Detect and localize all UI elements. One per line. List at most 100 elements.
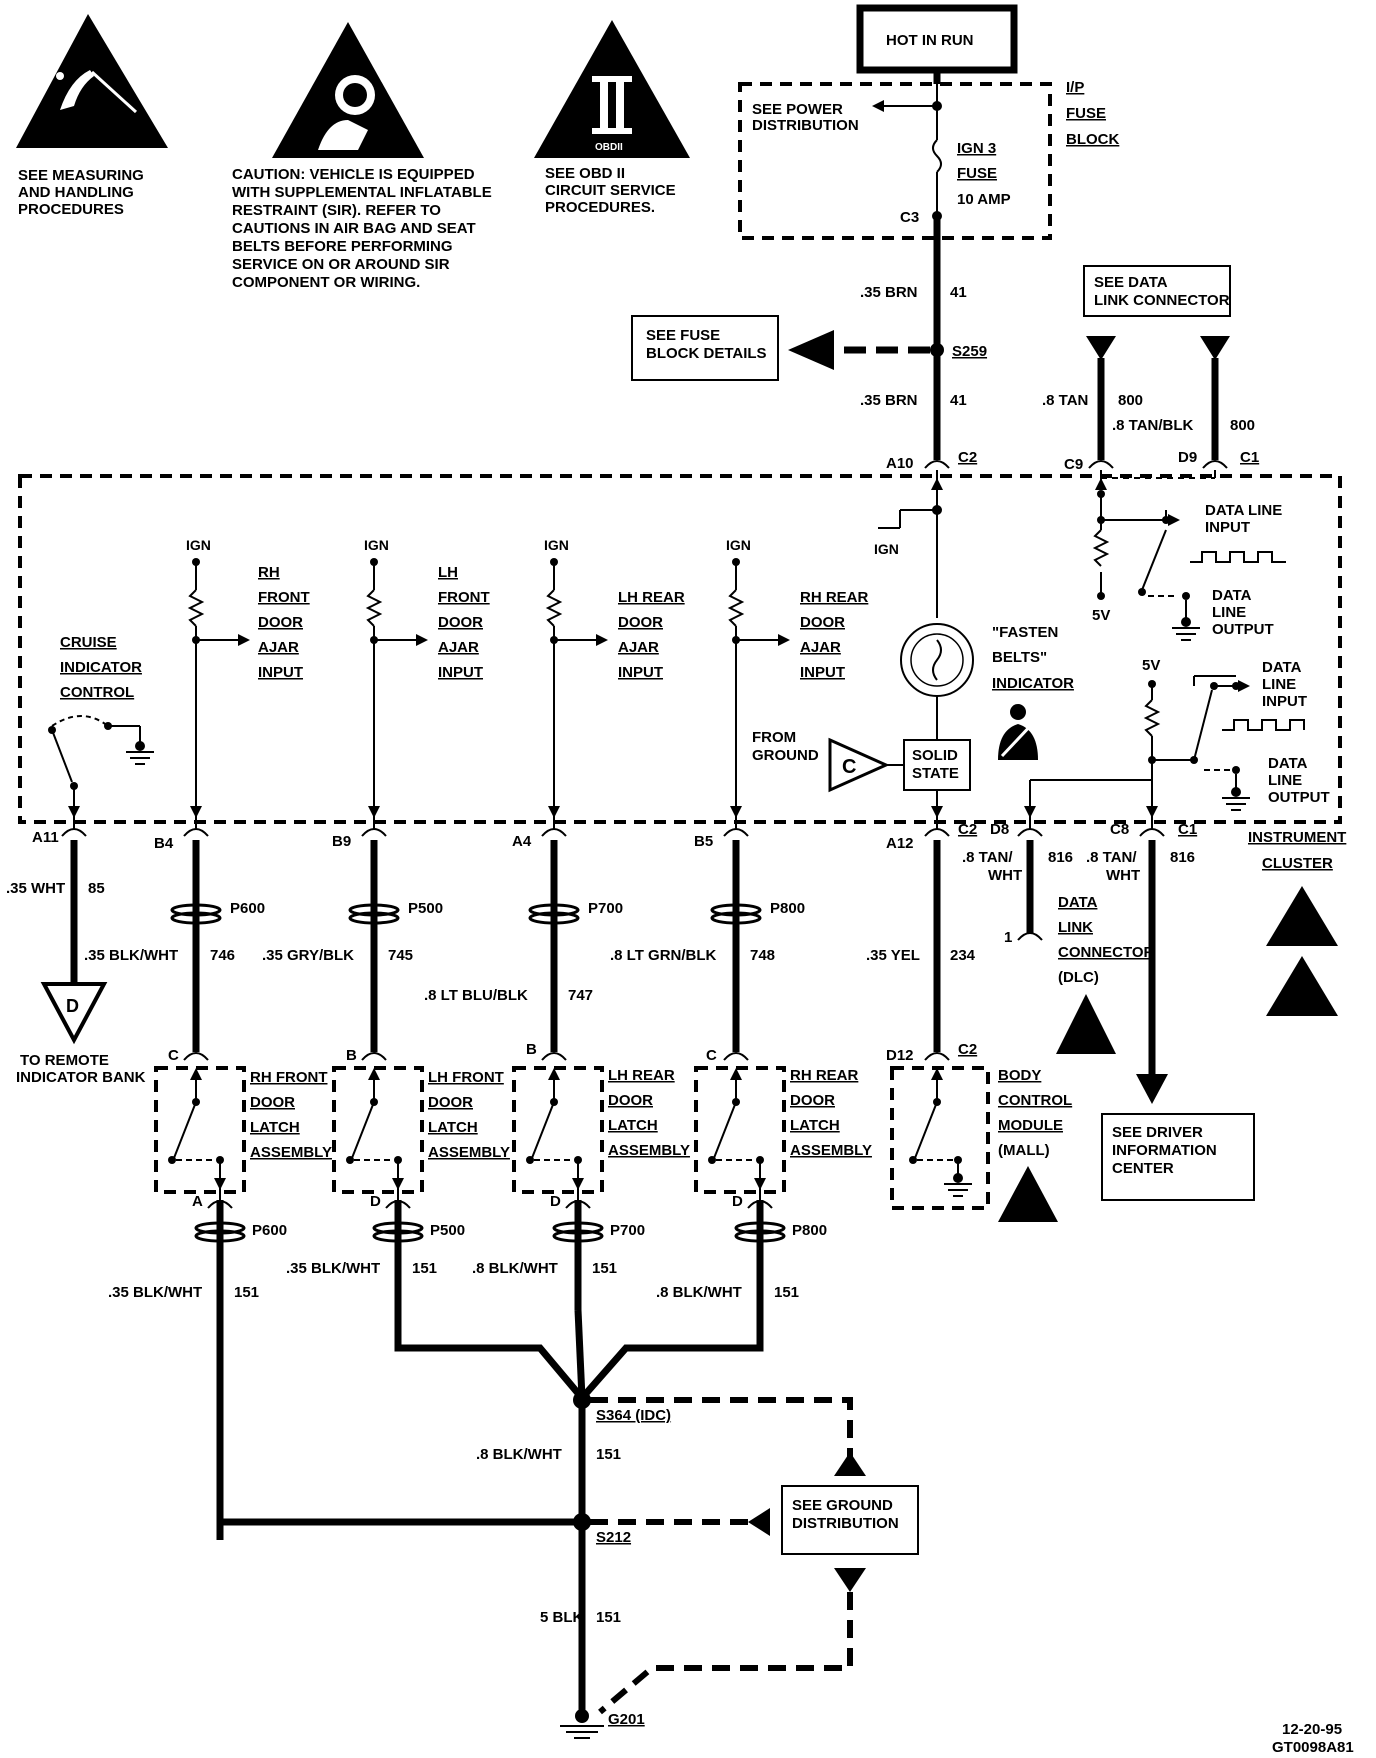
ign-rh-rear: IGN — [726, 537, 751, 553]
latch-rh-rear-top-pin: C — [706, 1047, 717, 1064]
see-dlc-box — [1083, 265, 1231, 317]
dlc-pin-1: 1 — [1004, 929, 1012, 946]
wire-41-upper-gauge: .35 BRN — [860, 284, 918, 301]
latch-lh-front-top-pin: B — [346, 1047, 357, 1064]
latch-lh-rear-4: ASSEMBLY — [608, 1142, 690, 1159]
data-waveform-2 — [1222, 719, 1305, 731]
p800-top: P800 — [770, 900, 805, 917]
pin-b5: B5 — [694, 833, 713, 850]
dlc-label-1: DATA — [1058, 894, 1098, 911]
wire-816a-gauge-2: WHT — [988, 867, 1022, 884]
pin-c2-bottom: C2 — [958, 821, 977, 838]
pin-a4: A4 — [512, 833, 532, 850]
p500-top: P500 — [408, 900, 443, 917]
warning-2-line-2: WITH SUPPLEMENTAL INFLATABLE — [232, 184, 492, 201]
fasten-belts-3: INDICATOR — [992, 675, 1074, 692]
fasten-belts-1: "FASTEN — [992, 624, 1058, 641]
latch-rh-rear-3: LATCH — [790, 1117, 840, 1134]
splice-s259 — [930, 343, 944, 357]
ign-lh-front: IGN — [364, 537, 389, 553]
latch-lh-rear — [512, 1052, 604, 1310]
rh-front-input-5: INPUT — [258, 664, 303, 681]
wire-748 — [710, 840, 762, 1052]
data-line-output-3: OUTPUT — [1212, 621, 1274, 638]
warning-1-line-2: AND HANDLING — [18, 184, 134, 201]
see-fuse-details-2: BLOCK DETAILS — [646, 345, 767, 362]
latch-lh-front-wire-circuit: 151 — [412, 1260, 437, 1277]
esd-icon-cluster-1 — [1266, 886, 1338, 946]
fuse-label-1: IGN 3 — [957, 140, 996, 157]
see-ground-2: DISTRIBUTION — [792, 1515, 899, 1532]
pin-a11: A11 — [32, 829, 59, 846]
rh-rear-input-4: INPUT — [800, 664, 845, 681]
cruise-label-2: INDICATOR — [60, 659, 142, 676]
latch-rh-rear-conn: P800 — [792, 1222, 827, 1239]
5v-lower: 5V — [1142, 657, 1160, 674]
warning-2-line-1: CAUTION: VEHICLE IS EQUIPPED — [232, 166, 475, 183]
dlc-label-2: LINK — [1058, 919, 1093, 936]
from-ground-1: FROM — [752, 729, 796, 746]
wire-747-circuit: 747 — [568, 987, 593, 1004]
ground-g201: G201 — [608, 1711, 645, 1728]
wire-816b-gauge-1: .8 TAN/ — [1086, 849, 1137, 866]
latch-lh-front-2: DOOR — [428, 1094, 473, 1111]
warning-2-line-6: SERVICE ON OR AROUND SIR — [232, 256, 450, 273]
instrument-cluster-box — [18, 474, 1342, 824]
wire-151-mid-circuit: 151 — [596, 1446, 621, 1463]
remote-callout-letter: D — [66, 996, 79, 1016]
lh-rear-input-1: LH REAR — [618, 589, 685, 606]
bcm-label-1: BODY — [998, 1067, 1041, 1084]
ign-fasten: IGN — [874, 541, 899, 557]
remote-callout-d — [40, 982, 108, 1045]
lh-front-input-3: DOOR — [438, 614, 483, 631]
latch-lh-rear-wire-gauge: .8 BLK/WHT — [472, 1260, 558, 1277]
warning-2-line-3: RESTRAINT (SIR). REFER TO — [232, 202, 441, 219]
driver-info-3: CENTER — [1112, 1160, 1174, 1177]
latch-lh-rear-wire-circuit: 151 — [592, 1260, 617, 1277]
latch-rh-rear-wire-circuit: 151 — [774, 1284, 799, 1301]
wire-234-gauge: .35 YEL — [866, 947, 920, 964]
see-power-dist-1: SEE POWER — [752, 101, 843, 118]
see-fuse-details-box — [631, 315, 779, 381]
lh-front-input-5: INPUT — [438, 664, 483, 681]
splice-s259-label: S259 — [952, 343, 987, 360]
fuse-block-box — [738, 82, 1052, 240]
cruise-label-1: CRUISE — [60, 634, 117, 651]
warning-1-line-3: PROCEDURES — [18, 201, 124, 218]
obd-icon-small — [1056, 994, 1116, 1054]
ign-lh-rear: IGN — [544, 537, 569, 553]
door-input-lh-front: IGN LH FRONT DOOR AJAR INPUT — [364, 537, 490, 830]
data-line-output2-1: DATA — [1268, 755, 1308, 772]
wire-748-circuit: 748 — [750, 947, 775, 964]
pin-d8: D8 — [990, 821, 1009, 838]
esd-icon-cluster-2 — [1266, 956, 1338, 1016]
see-dlc-2: LINK CONNECTOR — [1094, 292, 1230, 309]
latch-lh-rear-2: DOOR — [608, 1092, 653, 1109]
wire-746 — [170, 840, 222, 1052]
from-ground-2: GROUND — [752, 747, 819, 764]
warning-2-line-5: BELTS BEFORE PERFORMING — [232, 238, 453, 255]
dlc-label-3: CONNECTOR — [1058, 944, 1155, 961]
latch-lh-front-3: LATCH — [428, 1119, 478, 1136]
dlc-label-4: (DLC) — [1058, 969, 1099, 986]
fuse-symbol — [932, 139, 942, 173]
dlc-wire1-circuit: 800 — [1118, 392, 1143, 409]
dlc-wire2-circuit: 800 — [1230, 417, 1255, 434]
see-power-dist-2: DISTRIBUTION — [752, 117, 859, 134]
c3-label: C3 — [900, 209, 919, 226]
wire-816b-gauge-2: WHT — [1106, 867, 1140, 884]
latch-rh-rear-wire-gauge: .8 BLK/WHT — [656, 1284, 742, 1301]
latch-rh-rear-1: RH REAR — [790, 1067, 859, 1084]
wire-748-gauge: .8 LT GRN/BLK — [610, 947, 717, 964]
pin-b9: B9 — [332, 833, 351, 850]
latch-rh-rear — [694, 1052, 786, 1340]
latch-rh-rear-2: DOOR — [790, 1092, 835, 1109]
p600-top: P600 — [230, 900, 265, 917]
bcm-module — [890, 1052, 990, 1210]
wire-41-lower-gauge: .35 BRN — [860, 392, 918, 409]
fuse-label-2: FUSE — [957, 165, 997, 182]
bcm-pin: D12 — [886, 1047, 914, 1064]
5v-top: 5V — [1092, 607, 1110, 624]
warning-3-line-3: PROCEDURES. — [545, 199, 655, 216]
